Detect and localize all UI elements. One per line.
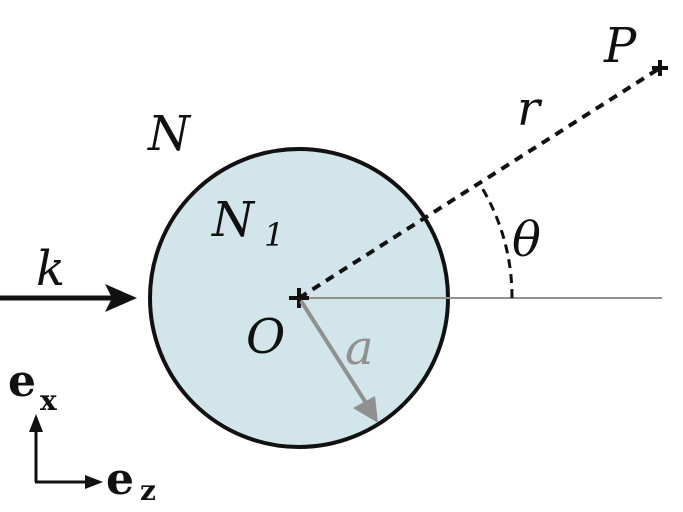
point-label: P bbox=[603, 18, 637, 74]
incident-arrowhead bbox=[105, 284, 137, 312]
radius-arrow bbox=[299, 299, 370, 408]
radius-arrowhead bbox=[353, 396, 378, 423]
ez-arrowhead bbox=[85, 475, 103, 489]
sphere-label: N bbox=[211, 192, 256, 248]
point-cross bbox=[652, 60, 668, 76]
ex-label-sub: x bbox=[40, 384, 57, 417]
ex-arrowhead bbox=[29, 414, 43, 432]
ez-label-sub: z bbox=[140, 474, 156, 507]
origin-cross bbox=[289, 288, 309, 308]
sphere-label-sub: 1 bbox=[264, 216, 284, 254]
wavevector-label: k bbox=[36, 241, 65, 297]
distance-label: r bbox=[517, 81, 543, 137]
ez-label: e bbox=[106, 454, 134, 505]
ex-label: e bbox=[8, 356, 36, 407]
angle-label: θ bbox=[512, 212, 541, 268]
radius-label: a bbox=[345, 320, 374, 376]
angle-arc bbox=[477, 182, 514, 299]
medium-label: N bbox=[147, 106, 192, 162]
origin-label: O bbox=[246, 309, 285, 365]
